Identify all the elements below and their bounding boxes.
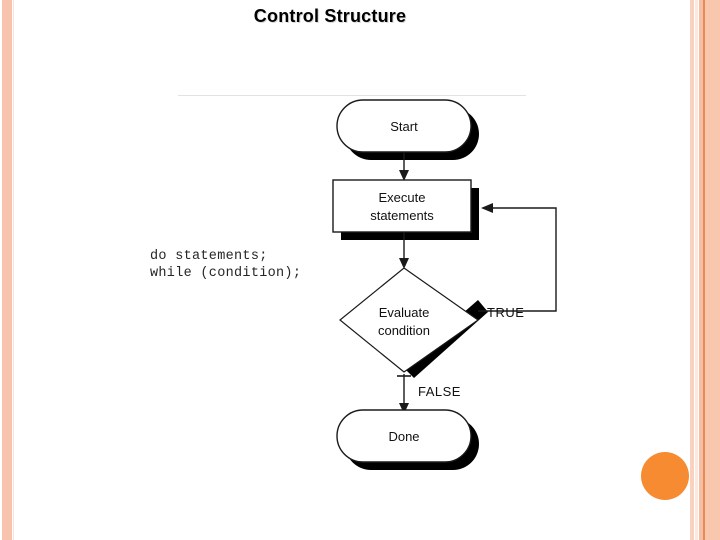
connector-evaluate-true-loop	[478, 207, 557, 312]
arrowhead-execute-to-evaluate	[399, 258, 409, 269]
arrowhead-evaluate-to-done	[399, 403, 409, 414]
right-edge-stripe-3	[699, 0, 703, 540]
arrowhead-start-to-execute	[399, 170, 409, 181]
code-snippet: do statements; while (condition);	[150, 248, 301, 282]
node-evaluate-label-line2: condition	[378, 323, 430, 338]
right-edge-stripe-5	[705, 0, 720, 540]
accent-dot	[641, 452, 689, 500]
code-line-2: while (condition);	[150, 266, 302, 281]
node-start-label: Start	[390, 119, 418, 134]
code-line-1: do statements;	[150, 249, 268, 264]
node-execute[interactable]	[332, 179, 472, 233]
node-execute-label-line1: Execute	[379, 190, 426, 205]
node-start[interactable]	[336, 99, 472, 153]
node-evaluate[interactable]	[339, 267, 480, 373]
left-edge-stripe-thin	[13, 0, 14, 540]
right-edge-stripe-1	[690, 0, 694, 540]
figure-top-rule	[178, 95, 526, 96]
node-done[interactable]	[336, 409, 472, 463]
edge-label-false: FALSE	[418, 384, 461, 399]
node-execute-label-line2: statements	[370, 208, 434, 223]
node-done-label: Done	[388, 429, 419, 444]
arrowhead-true-loop	[481, 203, 493, 213]
edge-label-true: TRUE	[487, 305, 524, 320]
right-edge-stripe-4	[703, 0, 705, 540]
left-edge-stripe	[2, 0, 12, 540]
right-edge-stripe-2	[695, 0, 698, 540]
node-evaluate-label-line1: Evaluate	[379, 305, 430, 320]
page-title: Control Structure	[253, 6, 407, 26]
